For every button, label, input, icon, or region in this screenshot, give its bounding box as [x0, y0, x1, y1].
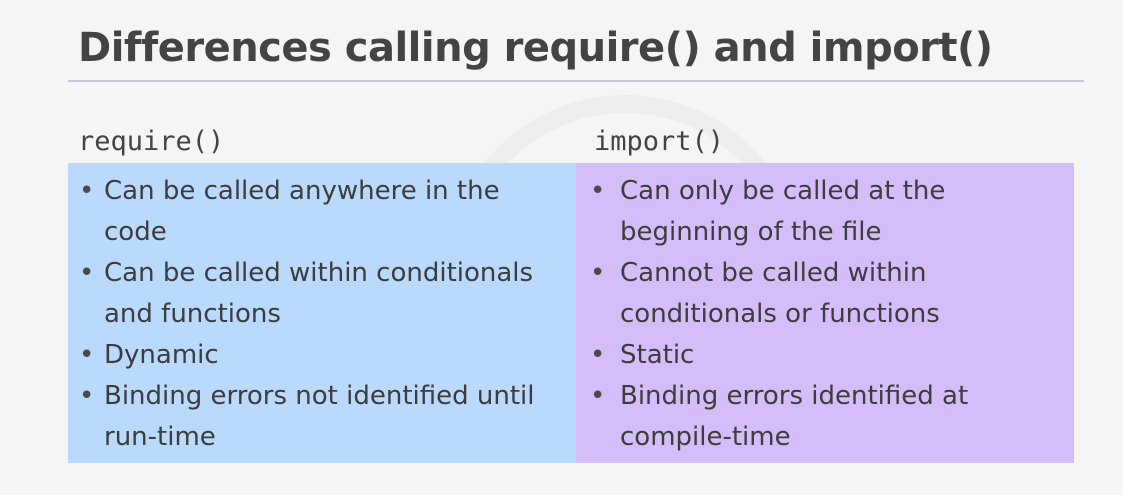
bullet-marker: •	[79, 340, 95, 370]
bullet-text: Dynamic	[104, 340, 219, 370]
bullet-marker: •	[79, 258, 95, 288]
bullet-text: Can only be called at the beginning of t…	[620, 176, 946, 247]
bullet-item: • Can only be called at the beginning of…	[576, 171, 1064, 253]
bullet-marker: •	[590, 381, 606, 411]
import-bullet-list: • Can only be called at the beginning of…	[576, 171, 1064, 458]
bullet-marker: •	[590, 340, 606, 370]
require-column-heading: require()	[78, 126, 225, 157]
bullet-item: • Binding errors not identified until ru…	[68, 376, 566, 458]
require-panel: • Can be called anywhere in the code • C…	[68, 163, 576, 463]
bullet-item: • Dynamic	[68, 335, 566, 376]
bullet-item: • Cannot be called within conditionals o…	[576, 253, 1064, 335]
bullet-marker: •	[590, 258, 606, 288]
bullet-marker: •	[590, 176, 606, 206]
bullet-marker: •	[79, 176, 95, 206]
bullet-item: • Static	[576, 335, 1064, 376]
bullet-item: • Can be called within conditionals and …	[68, 253, 566, 335]
bullet-text: Binding errors not identified until run-…	[104, 381, 535, 452]
bullet-text: Can be called within conditionals and fu…	[104, 258, 534, 329]
import-column-heading: import()	[594, 126, 725, 157]
require-bullet-list: • Can be called anywhere in the code • C…	[68, 171, 566, 458]
bullet-marker: •	[79, 381, 95, 411]
bullet-item: • Can be called anywhere in the code	[68, 171, 566, 253]
title-divider	[68, 80, 1084, 82]
bullet-item: • Binding errors identified at compile-t…	[576, 376, 1064, 458]
import-panel: • Can only be called at the beginning of…	[576, 163, 1074, 463]
bullet-text: Cannot be called within conditionals or …	[620, 258, 940, 329]
bullet-text: Static	[620, 340, 695, 370]
bullet-text: Binding errors identified at compile-tim…	[620, 381, 969, 452]
slide-title: Differences calling require() and import…	[78, 25, 993, 71]
bullet-text: Can be called anywhere in the code	[104, 176, 500, 247]
